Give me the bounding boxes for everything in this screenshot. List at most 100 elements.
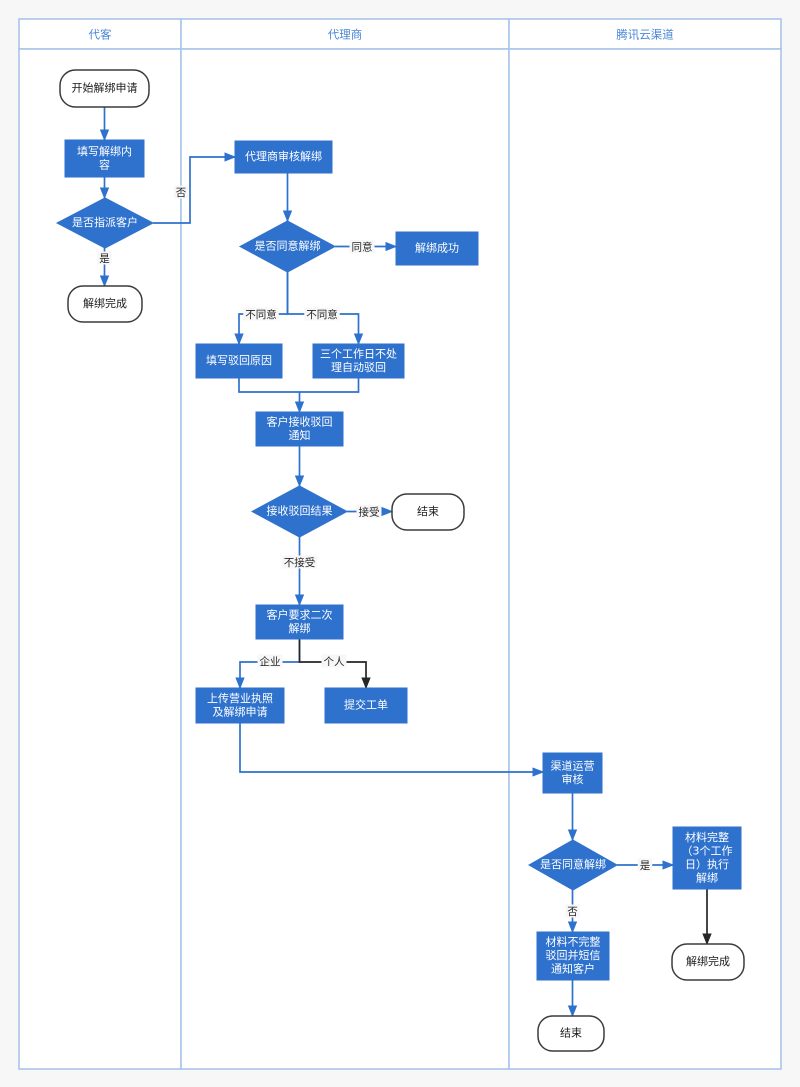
edge-label: 不同意 [306, 308, 338, 321]
node-label: 结束 [417, 505, 439, 518]
node-label: 解绑完成 [686, 954, 730, 968]
edge-e-agree-yes: 同意 [335, 240, 398, 254]
terminator-shape[interactable] [67, 285, 143, 323]
swimlane-body-lane-agent [180, 48, 510, 1070]
node-label: 解绑 [696, 870, 718, 884]
edge-label: 接受 [359, 506, 380, 519]
node-n-end2[interactable]: 结束 [537, 1015, 605, 1052]
edge-e-assign-no: 否 [153, 152, 237, 224]
swimlane-header-lane-customer [18, 18, 182, 50]
edge-e-agree-no2: 不同意 [286, 272, 364, 346]
node-n-unbind-ok[interactable]: 解绑成功 [395, 231, 479, 266]
node-n-end1[interactable]: 结束 [391, 493, 465, 531]
node-n-ticket[interactable]: 提交工单 [324, 687, 408, 724]
node-label: 审核 [562, 772, 584, 786]
node-label: 结束 [560, 1027, 582, 1040]
edge-line [239, 723, 545, 777]
terminator-shape[interactable] [391, 493, 465, 531]
node-n-start[interactable]: 开始解绑申请 [59, 69, 150, 108]
decision-shape[interactable] [238, 220, 337, 273]
process-shape[interactable] [542, 752, 603, 794]
process-shape[interactable] [255, 411, 344, 447]
node-label: 材料不完整 [546, 935, 601, 949]
node-label: 提交工单 [344, 698, 388, 712]
terminator-shape[interactable] [59, 69, 150, 108]
edge-e-assign-yes: 是 [97, 248, 112, 288]
node-label: 是否同意解绑 [255, 239, 321, 253]
edge-label-backdrop [565, 904, 580, 918]
process-shape[interactable] [234, 140, 333, 174]
edge-label: 否 [567, 906, 578, 918]
edge-e-upload-channel [239, 723, 545, 777]
node-label: 解绑完成 [83, 296, 127, 310]
node-n-reject-why[interactable]: 填写驳回原因 [195, 343, 283, 379]
process-shape[interactable] [672, 826, 742, 890]
edge-label: 否 [176, 187, 187, 199]
node-label: 理自动驳回 [331, 361, 386, 374]
node-label: 通知 [289, 428, 311, 442]
terminator-shape[interactable] [671, 943, 745, 981]
edge-line [238, 378, 305, 414]
nodes-layer: 开始解绑申请填写解绑内容是否指派客户解绑完成代理商审核解绑是否同意解绑解绑成功填… [55, 69, 745, 1052]
node-n-agent-review[interactable]: 代理商审核解绑 [234, 140, 333, 174]
node-label: 客户要求二次 [267, 607, 333, 621]
decision-shape[interactable] [250, 485, 349, 538]
edge-label: 是 [640, 860, 651, 872]
node-label: 渠道运营 [551, 758, 595, 772]
node-label: 日）执行 [685, 857, 729, 871]
node-n-agree[interactable]: 是否同意解绑 [238, 220, 337, 273]
node-n-agree2[interactable]: 是否同意解绑 [527, 839, 619, 891]
process-shape[interactable] [255, 604, 344, 640]
node-label: 通知客户 [551, 962, 595, 976]
node-label: 是否指派客户 [72, 215, 138, 229]
decision-shape[interactable] [55, 197, 155, 249]
node-label: 解绑成功 [415, 241, 459, 255]
edge-label: 个人 [324, 656, 345, 668]
node-n-unbind-done1[interactable]: 解绑完成 [67, 285, 143, 323]
swimlane-lane-agent: 代理商 [180, 18, 510, 1070]
edge-label-backdrop [349, 240, 375, 253]
process-shape[interactable] [64, 139, 145, 178]
node-label: 材料完整 [685, 830, 729, 844]
node-label: 容 [99, 157, 110, 171]
process-shape[interactable] [195, 343, 283, 379]
edge-label: 同意 [352, 241, 373, 254]
process-shape[interactable] [395, 231, 479, 266]
decision-shape[interactable] [527, 839, 619, 891]
edge-label: 企业 [260, 655, 281, 668]
edge-label-backdrop [281, 555, 318, 569]
terminator-shape[interactable] [537, 1015, 605, 1052]
node-n-assign[interactable]: 是否指派客户 [55, 197, 155, 249]
node-label: 客户接收驳回 [267, 414, 333, 428]
node-label: 接收驳回结果 [267, 504, 333, 518]
node-n-unbind-done2[interactable]: 解绑完成 [671, 943, 745, 981]
node-n-result[interactable]: 接收驳回结果 [250, 485, 349, 538]
edge-line [299, 378, 360, 393]
process-shape[interactable] [324, 687, 408, 724]
edge-label-backdrop [173, 185, 189, 199]
process-shape[interactable] [195, 687, 285, 724]
node-label: 及解绑申请 [213, 704, 268, 718]
edge-label: 不接受 [284, 556, 316, 569]
edge-e-auto-merge [299, 378, 360, 393]
edges-layer: 是否同意不同意不同意接受不接受企业个人是否 [97, 107, 712, 1018]
process-shape[interactable] [312, 343, 405, 379]
swimlane-lane-tencent: 腾讯云渠道 [508, 18, 782, 1070]
edge-label: 是 [99, 253, 110, 265]
edge-e-result-accept: 接受 [347, 505, 394, 519]
node-label: 填写解绑内 [77, 144, 132, 158]
process-shape[interactable] [536, 931, 610, 981]
node-label: 驳回并短信 [546, 948, 601, 962]
node-label: 填写驳回原因 [206, 353, 272, 367]
edge-label-backdrop [321, 654, 347, 668]
